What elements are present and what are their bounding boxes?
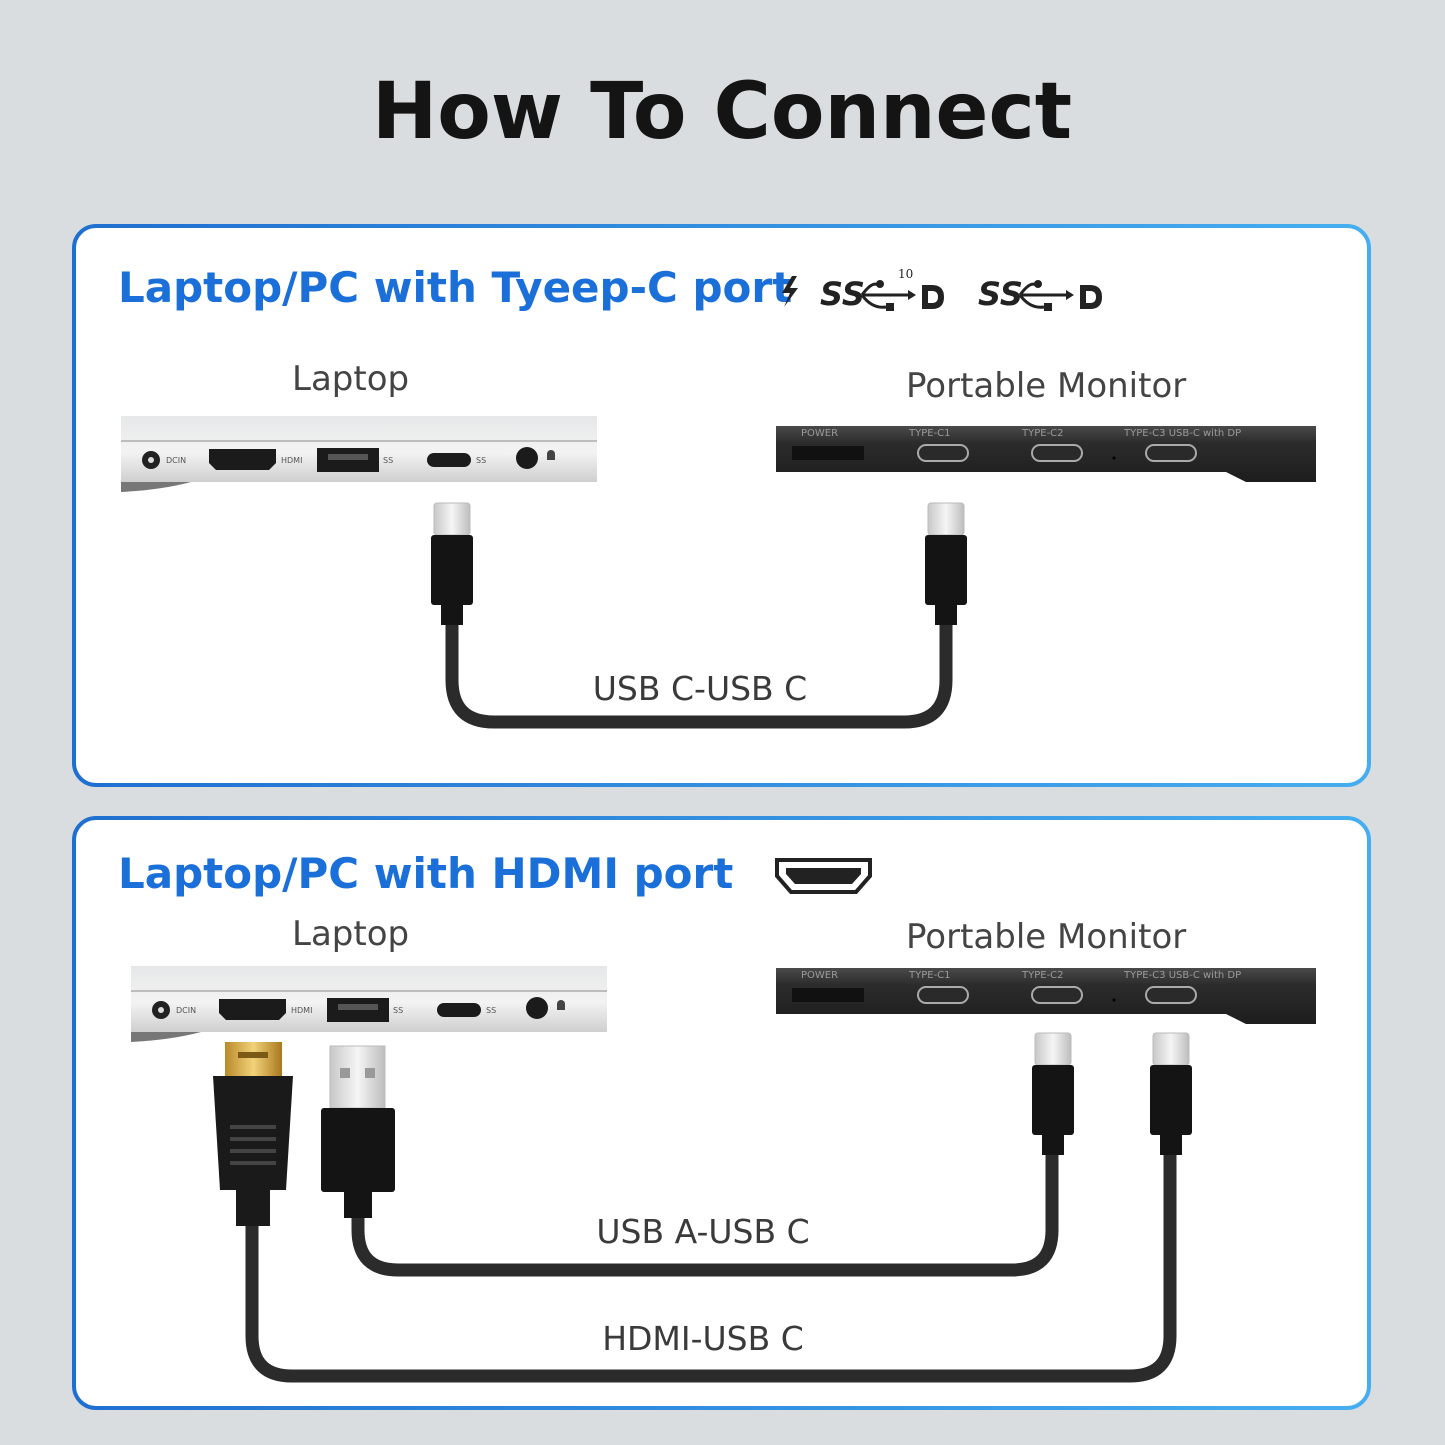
page-title: How To Connect [372, 67, 1072, 157]
laptop-label: Laptop [292, 914, 409, 954]
type-c1-label: TYPE-C1 [908, 428, 951, 439]
dcin-label: DCIN [176, 1006, 196, 1015]
ss-mark: SS [820, 275, 865, 313]
power-label: POWER [801, 970, 838, 981]
section-heading: Laptop/PC with HDMI port [118, 849, 733, 898]
dcin-label: DCIN [166, 456, 186, 465]
laptop-side-ports: DCIN HDMI SS SS [121, 416, 597, 492]
headphone-icon [557, 1000, 565, 1010]
ss-label: SS [383, 456, 393, 465]
section-heading: Laptop/PC with Tyeep-C port [118, 263, 792, 312]
usb-a-connector [321, 1045, 395, 1218]
type-c1-label: TYPE-C1 [908, 970, 951, 981]
ss-label: SS [393, 1006, 403, 1015]
cable-label-usb-a: USB A-USB C [596, 1212, 809, 1251]
hdmi-port-label: HDMI [281, 456, 302, 465]
usb-speed-badge: 10 [898, 267, 913, 281]
monitor-side-ports: POWER TYPE-C1 TYPE-C2 TYPE-C3 USB-C with… [776, 968, 1316, 1024]
usb-a-cable [351, 1150, 1059, 1277]
monitor-label: Portable Monitor [906, 366, 1186, 406]
hdmi-port-icon [775, 858, 872, 894]
type-c3-label: TYPE-C3 USB-C with DP [1123, 970, 1241, 981]
superspeed-usb-icon: SS [978, 275, 1104, 313]
section-hdmi: Laptop/PC with HDMI port Laptop Portable… [72, 816, 1371, 1410]
monitor-side-ports: POWER TYPE-C1 TYPE-C2 TYPE-C3 USB-C with… [776, 426, 1316, 482]
power-label: POWER [801, 428, 838, 439]
thunderbolt-icon [782, 276, 798, 307]
ss-mark: SS [978, 275, 1023, 313]
type-c2-label: TYPE-C2 [1021, 428, 1064, 439]
ss-label: SS [486, 1006, 496, 1015]
hdmi-port-label: HDMI [291, 1006, 312, 1015]
hdmi-connector [213, 1042, 293, 1226]
panel-type-c [72, 224, 1371, 787]
usb-c-cable [445, 620, 953, 729]
ss-label: SS [476, 456, 486, 465]
type-c2-label: TYPE-C2 [1021, 970, 1064, 981]
laptop-side-ports: DCIN HDMI SS SS [131, 966, 607, 1042]
headphone-icon [547, 450, 555, 460]
laptop-label: Laptop [292, 359, 409, 399]
monitor-label: Portable Monitor [906, 917, 1186, 957]
cable-label: USB C-USB C [593, 669, 807, 708]
hdmi-cable [245, 1150, 1177, 1383]
superspeed-usb-10-icon: SS 10 [820, 267, 946, 313]
type-c3-label: TYPE-C3 USB-C with DP [1123, 428, 1241, 439]
section-type-c: Laptop/PC with Tyeep-C port SS 10 SS Lap… [72, 224, 1371, 787]
cable-label-hdmi: HDMI-USB C [602, 1319, 804, 1358]
